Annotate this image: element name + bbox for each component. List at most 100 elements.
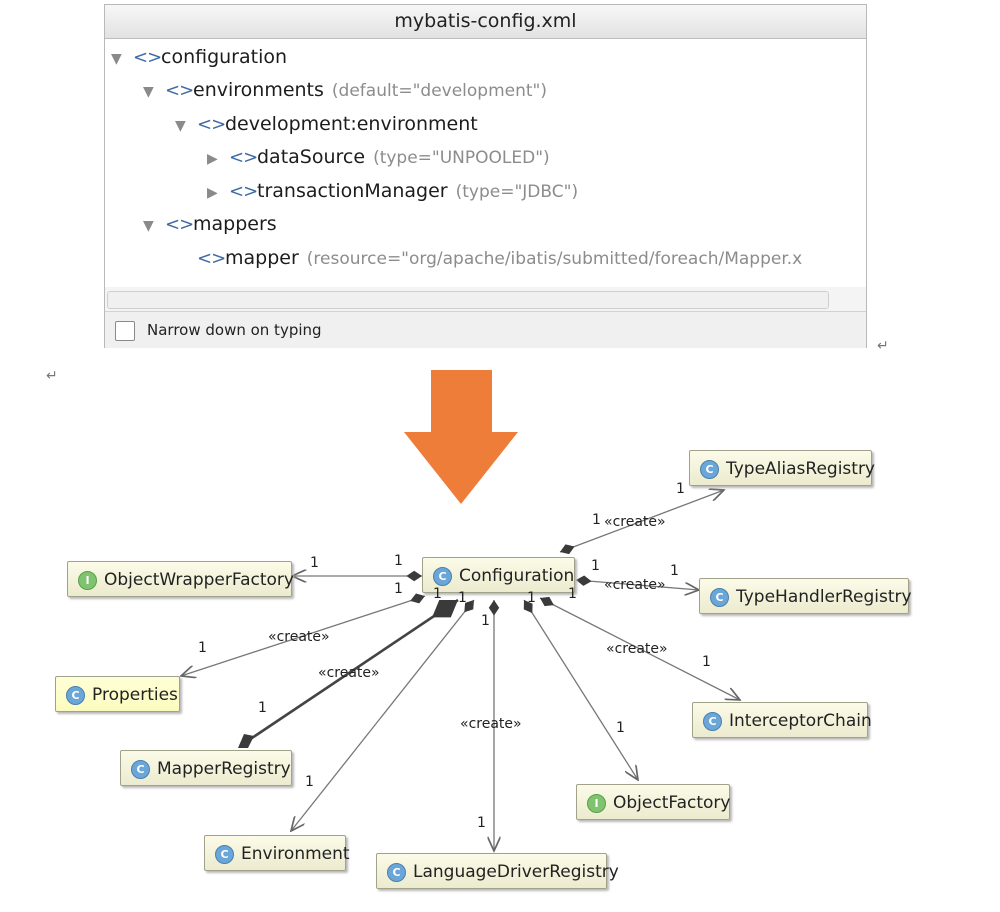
multiplicity: 1	[616, 720, 625, 736]
interface-objectwrapperfactory[interactable]: I ObjectWrapperFactory	[67, 561, 294, 597]
horizontal-scrollbar-thumb[interactable]	[107, 291, 829, 309]
class-properties[interactable]: C Properties	[55, 676, 180, 712]
tree-node-mappers[interactable]: ▼ <>mappers	[143, 209, 277, 239]
tree-node-mapper[interactable]: <>mapper (resource="org/apache/ibatis/sub…	[175, 243, 865, 273]
connector-typehandler	[575, 580, 699, 590]
tree-node-transactionmanager[interactable]: ▶ <>transactionManager (type="JDBC")	[207, 176, 578, 206]
class-languagedriverregistry[interactable]: C LanguageDriverRegistry	[376, 853, 619, 889]
expand-arrow-icon[interactable]: ▼	[143, 84, 154, 100]
stereotype-create-typealias: «create»	[604, 514, 666, 530]
stereotype-create-interceptor: «create»	[606, 641, 668, 657]
tree-node-attr: (type="UNPOOLED")	[373, 148, 550, 168]
class-icon: C	[700, 460, 719, 479]
return-mark: ↵	[46, 368, 58, 384]
expand-arrow-icon[interactable]: ▼	[111, 51, 122, 67]
down-arrow-icon	[404, 370, 518, 504]
narrow-down-label[interactable]: Narrow down on typing	[147, 321, 322, 339]
tree-node-datasource[interactable]: ▶ <>dataSource (type="UNPOOLED")	[207, 142, 550, 172]
interface-icon: I	[78, 571, 97, 590]
connector-typealias	[559, 490, 724, 552]
tree-node-development-environment[interactable]: ▼ <>development:environment	[175, 109, 478, 139]
collapse-arrow-icon[interactable]: ▶	[207, 151, 218, 167]
return-mark: ↵	[877, 338, 889, 354]
multiplicity: 1	[702, 654, 711, 670]
stereotype-create-typehandler: «create»	[604, 577, 666, 593]
class-icon: C	[131, 760, 150, 779]
tree-node-attr: (default="development")	[331, 81, 548, 101]
class-label: Configuration	[459, 566, 575, 586]
narrow-down-checkbox[interactable]	[115, 321, 135, 341]
class-label: InterceptorChain	[729, 711, 872, 731]
tree-node-label: development:environment	[225, 113, 478, 135]
class-label: ObjectWrapperFactory	[104, 570, 294, 590]
multiplicity: 1	[670, 563, 679, 579]
tree-node-label: mappers	[193, 213, 277, 235]
mapperreg-diamond	[238, 734, 254, 748]
class-icon: C	[215, 845, 234, 864]
stereotype-create-langdriver: «create»	[460, 716, 522, 732]
multiplicity: 1	[305, 774, 314, 790]
multiplicity: 1	[394, 553, 403, 569]
class-typehandlerregistry[interactable]: C TypeHandlerRegistry	[699, 578, 912, 614]
tree-node-label: dataSource	[257, 146, 366, 168]
xml-structure-panel: mybatis-config.xml ▼<>configuration ▼<>e…	[104, 4, 867, 348]
tree-node-label: configuration	[161, 46, 288, 68]
multiplicity: 1	[481, 613, 490, 629]
class-icon: C	[710, 588, 729, 607]
multiplicity: 1	[394, 581, 403, 597]
stereotype-create-mapperreg: «create»	[318, 665, 380, 681]
tree-node-attr: (resource="org/apache/ibatis/submitted/f…	[306, 249, 803, 269]
class-icon: C	[387, 863, 406, 882]
tree-node-label: transactionManager	[257, 180, 448, 202]
multiplicity: 1	[676, 481, 685, 497]
class-interceptorchain[interactable]: C InterceptorChain	[692, 702, 872, 738]
class-icon: C	[433, 567, 452, 586]
class-icon: C	[703, 712, 722, 731]
class-label: TypeHandlerRegistry	[736, 587, 912, 607]
expand-arrow-icon[interactable]: ▼	[143, 218, 154, 234]
class-label: Properties	[92, 685, 178, 705]
xml-tag-icon: <>	[229, 181, 258, 202]
class-environment[interactable]: C Environment	[204, 835, 350, 871]
multiplicity: 1	[310, 555, 319, 571]
class-configuration[interactable]: C Configuration	[422, 557, 575, 593]
stereotype-create-properties: «create»	[268, 629, 330, 645]
interface-objectfactory[interactable]: I ObjectFactory	[576, 784, 730, 820]
multiplicity: 1	[568, 586, 577, 602]
class-mapperregistry[interactable]: C MapperRegistry	[120, 750, 292, 786]
panel-footer: Narrow down on typing	[105, 311, 866, 348]
multiplicity: 1	[458, 590, 467, 606]
xml-tag-icon: <>	[229, 147, 258, 168]
tree-node-attr: (type="JDBC")	[455, 182, 579, 202]
class-icon: C	[66, 686, 85, 705]
tree-node-label: environments	[193, 79, 324, 101]
multiplicity: 1	[592, 512, 601, 528]
class-label: ObjectFactory	[613, 793, 731, 813]
class-label: LanguageDriverRegistry	[413, 862, 619, 882]
multiplicity: 1	[591, 558, 600, 574]
class-label: Environment	[241, 844, 350, 864]
xml-tag-icon: <>	[197, 248, 226, 269]
tree-node-environments[interactable]: ▼ <>environments (default="development")	[143, 75, 547, 105]
multiplicity: 1	[477, 815, 486, 831]
connector-objfactory	[523, 599, 638, 780]
class-typealiasregistry[interactable]: C TypeAliasRegistry	[689, 450, 875, 486]
xml-tag-icon: <>	[165, 80, 194, 101]
xml-tag-icon: <>	[197, 114, 226, 135]
class-label: MapperRegistry	[157, 759, 291, 779]
multiplicity: 1	[198, 640, 207, 656]
panel-title: mybatis-config.xml	[105, 5, 866, 39]
xml-tag-icon: <>	[165, 214, 194, 235]
tree-node-label: mapper	[225, 247, 299, 269]
multiplicity: 1	[258, 700, 267, 716]
expand-arrow-icon[interactable]: ▼	[175, 118, 186, 134]
xml-tag-icon: <>	[133, 47, 162, 68]
interface-icon: I	[587, 794, 606, 813]
collapse-arrow-icon[interactable]: ▶	[207, 185, 218, 201]
connector-environment	[291, 599, 475, 831]
tree-node-configuration[interactable]: ▼ <>configuration	[111, 42, 287, 72]
multiplicity: 1	[527, 590, 536, 606]
class-label: TypeAliasRegistry	[726, 459, 875, 479]
multiplicity: 1	[433, 586, 442, 602]
